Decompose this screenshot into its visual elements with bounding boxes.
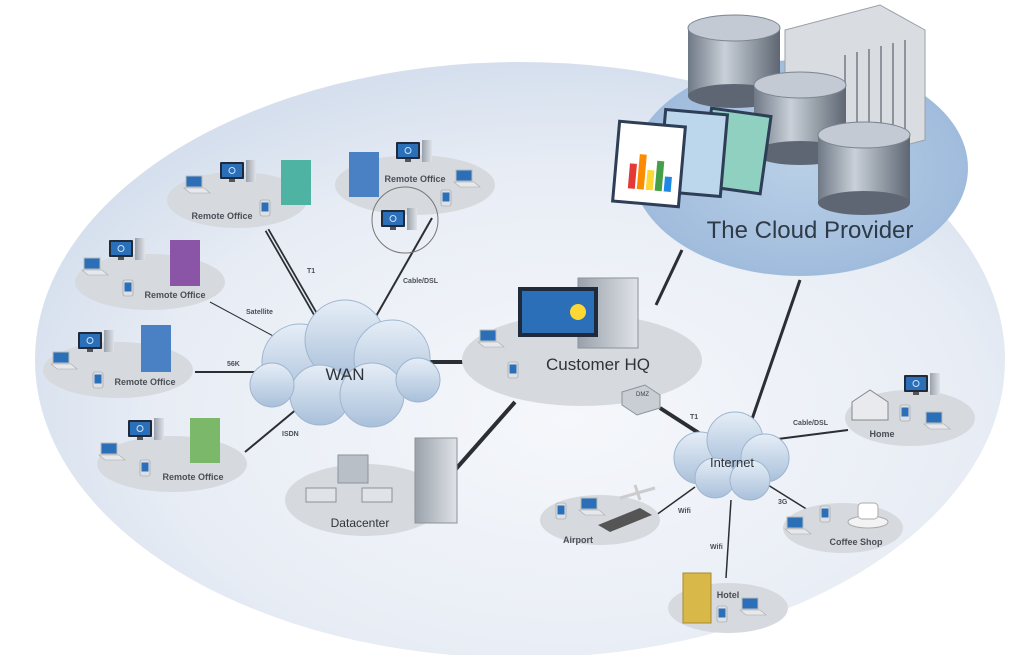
database-icon	[817, 121, 911, 215]
desktop-icon	[77, 329, 115, 353]
desktop-icon	[108, 237, 146, 261]
site-label: Hotel	[717, 590, 740, 600]
server-icon	[337, 454, 369, 484]
building-icon	[281, 160, 311, 205]
server-rack-icon	[414, 437, 458, 524]
remote-office-4[interactable]: Remote Office	[43, 325, 193, 398]
internet-label: Internet	[710, 455, 754, 470]
remote-office-label: Remote Office	[191, 211, 252, 221]
wan-cloud[interactable]: WAN	[249, 299, 441, 428]
site-label: Airport	[563, 535, 593, 545]
remote-office-label: Remote Office	[114, 377, 175, 387]
link-cloud-internet	[748, 279, 802, 426]
internet-cloud[interactable]: Internet	[673, 411, 790, 501]
phone-icon	[139, 459, 151, 477]
airplane-icon	[619, 484, 656, 501]
link-label-isdn: ISDN	[282, 431, 299, 438]
link-hq-datacenter	[453, 400, 517, 472]
phone-icon	[259, 199, 271, 217]
site-label: Coffee Shop	[830, 537, 884, 547]
hotel-building-icon	[682, 572, 712, 624]
desktop-icon	[219, 159, 257, 183]
runway-icon	[598, 508, 652, 532]
link-label-airport: Wifi	[678, 508, 691, 515]
desktop-icon	[395, 139, 433, 163]
house-icon	[851, 389, 889, 421]
building-icon	[349, 152, 379, 197]
site-hotel[interactable]: Hotel	[668, 572, 788, 633]
dmz-appliance[interactable]: DMZ	[621, 384, 661, 416]
link-ro1-wan-inner	[266, 229, 321, 323]
links	[195, 217, 849, 579]
dmz-label: DMZ	[636, 392, 649, 398]
switch-icon	[361, 487, 393, 503]
building-icon	[141, 325, 171, 372]
remote-office-label: Remote Office	[384, 174, 445, 184]
link-label-coffee: 3G	[778, 499, 788, 506]
datacenter[interactable]: Datacenter	[285, 437, 458, 536]
cloud-provider-label: The Cloud Provider	[707, 217, 914, 244]
link-cloud-hq	[654, 249, 684, 306]
link-internet-home	[769, 429, 849, 441]
link-label-dmz-t1: T1	[690, 414, 698, 421]
datacenter-label: Datacenter	[331, 516, 390, 530]
customer-hq[interactable]: Customer HQ DMZ	[462, 277, 702, 416]
phone-icon	[507, 361, 519, 379]
phone-icon	[899, 404, 911, 422]
site-airport[interactable]: Airport	[540, 484, 660, 545]
link-internet-hotel	[725, 499, 732, 579]
phone-icon	[716, 605, 728, 623]
link-internet-airport	[651, 486, 696, 519]
link-internet-coffee	[767, 484, 809, 511]
phone-icon	[440, 189, 452, 207]
remote-office-label: Remote Office	[162, 472, 223, 482]
building-icon	[190, 418, 220, 463]
link-label-home: Cable/DSL	[793, 420, 829, 427]
building-icon	[170, 240, 200, 286]
cloud-provider[interactable]: The Cloud Provider	[611, 4, 968, 276]
switch-icon	[305, 487, 337, 503]
link-label-hotel: Wifi	[710, 544, 723, 551]
desktop-icon	[127, 417, 165, 441]
phone-icon	[555, 502, 567, 520]
remote-office-label: Remote Office	[144, 290, 205, 300]
link-label-t1: T1	[307, 268, 315, 275]
customer-hq-label: Customer HQ	[546, 355, 650, 374]
highlight-circle	[371, 186, 439, 254]
remote-office-1[interactable]: Remote Office	[167, 159, 311, 228]
link-ro5-wan	[244, 407, 299, 453]
remote-office-2[interactable]: Remote Office	[335, 139, 495, 254]
phone-icon	[92, 371, 104, 389]
desktop-icon	[380, 207, 418, 231]
desktop-icon	[903, 372, 941, 396]
phone-icon	[819, 505, 831, 523]
database-icon	[687, 14, 781, 108]
link-label-56k: 56K	[227, 361, 240, 368]
site-label: Home	[869, 429, 894, 439]
dashboard-windows-icon	[611, 106, 773, 209]
site-coffee-shop[interactable]: Coffee Shop	[783, 502, 903, 553]
remote-office-3[interactable]: Remote Office	[75, 237, 225, 310]
link-label-cable-dsl: Cable/DSL	[403, 278, 439, 285]
phone-icon	[122, 279, 134, 297]
remote-office-5[interactable]: Remote Office	[97, 417, 247, 492]
link-label-satellite: Satellite	[246, 309, 273, 316]
wan-label: WAN	[325, 365, 364, 384]
site-home[interactable]: Home	[845, 372, 975, 446]
link-ro2-wan	[374, 217, 433, 319]
